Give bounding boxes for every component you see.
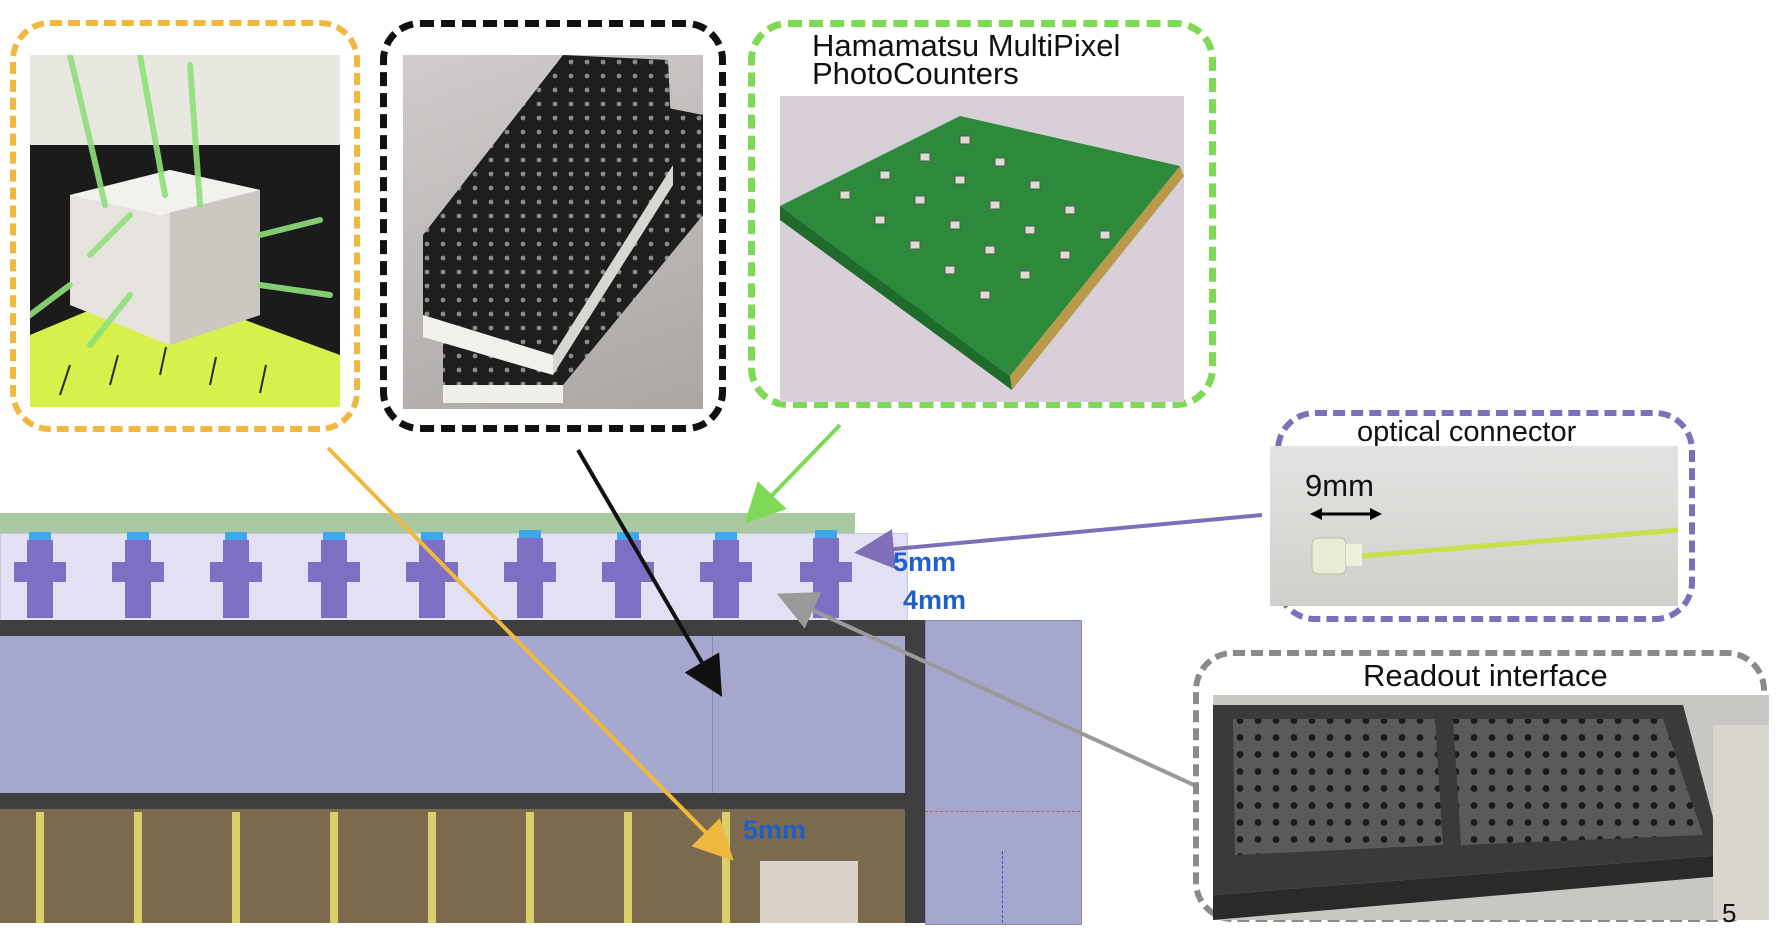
- scintillator-cube-photo: [30, 55, 340, 407]
- carbon-panel-photo: [403, 55, 703, 409]
- support-post: [905, 636, 925, 923]
- page-number: 5: [1722, 898, 1737, 928]
- upper-5mm-label: 5mm: [893, 547, 957, 577]
- cross-section-drawing: [0, 513, 1082, 925]
- optical-connector-title: optical connector: [1357, 416, 1577, 448]
- axis-line: [1002, 851, 1003, 923]
- readout-interface-photo: [1213, 695, 1769, 920]
- panel-seam: [712, 636, 713, 793]
- arrow-pmt-to-pcb: [744, 423, 842, 524]
- panel-illustration: [423, 55, 703, 403]
- arrow-panel-to-carbon: [576, 448, 723, 697]
- readout-title: Readout interface: [1363, 658, 1608, 693]
- connector-illustration: [1310, 508, 1678, 575]
- cube-photo-frame: [10, 20, 360, 432]
- panel-photo-frame: [380, 20, 726, 432]
- readout-illustration: [1213, 705, 1769, 920]
- mppc-illustration: [780, 116, 1184, 390]
- arrow-cube-to-scintillator: [326, 446, 734, 861]
- upper-4mm-label: 4mm: [903, 585, 967, 615]
- arrow-readout: [776, 592, 1195, 787]
- section-line: [925, 811, 1080, 812]
- connector-layer: [0, 533, 908, 635]
- support-bar-top: [0, 620, 925, 636]
- mppc-board-photo: [780, 96, 1184, 402]
- fiber-block: [760, 861, 858, 923]
- carbon-panel: [0, 636, 905, 793]
- lower-5mm-label: 5mm: [743, 815, 807, 845]
- arrow-connector: [854, 513, 1263, 569]
- connector-dimension: 9mm: [1305, 468, 1374, 503]
- pmt-photo-frame: [748, 20, 1216, 408]
- side-block: [925, 620, 1082, 925]
- wls-fibers: [36, 812, 730, 923]
- connector-array: [14, 530, 852, 618]
- optical-connector-photo: [1270, 446, 1678, 606]
- pmt-title: Hamamatsu MultiPixel PhotoCounters: [812, 28, 1121, 91]
- scintillator-layer: [0, 809, 905, 923]
- cube-illustration: [30, 55, 340, 407]
